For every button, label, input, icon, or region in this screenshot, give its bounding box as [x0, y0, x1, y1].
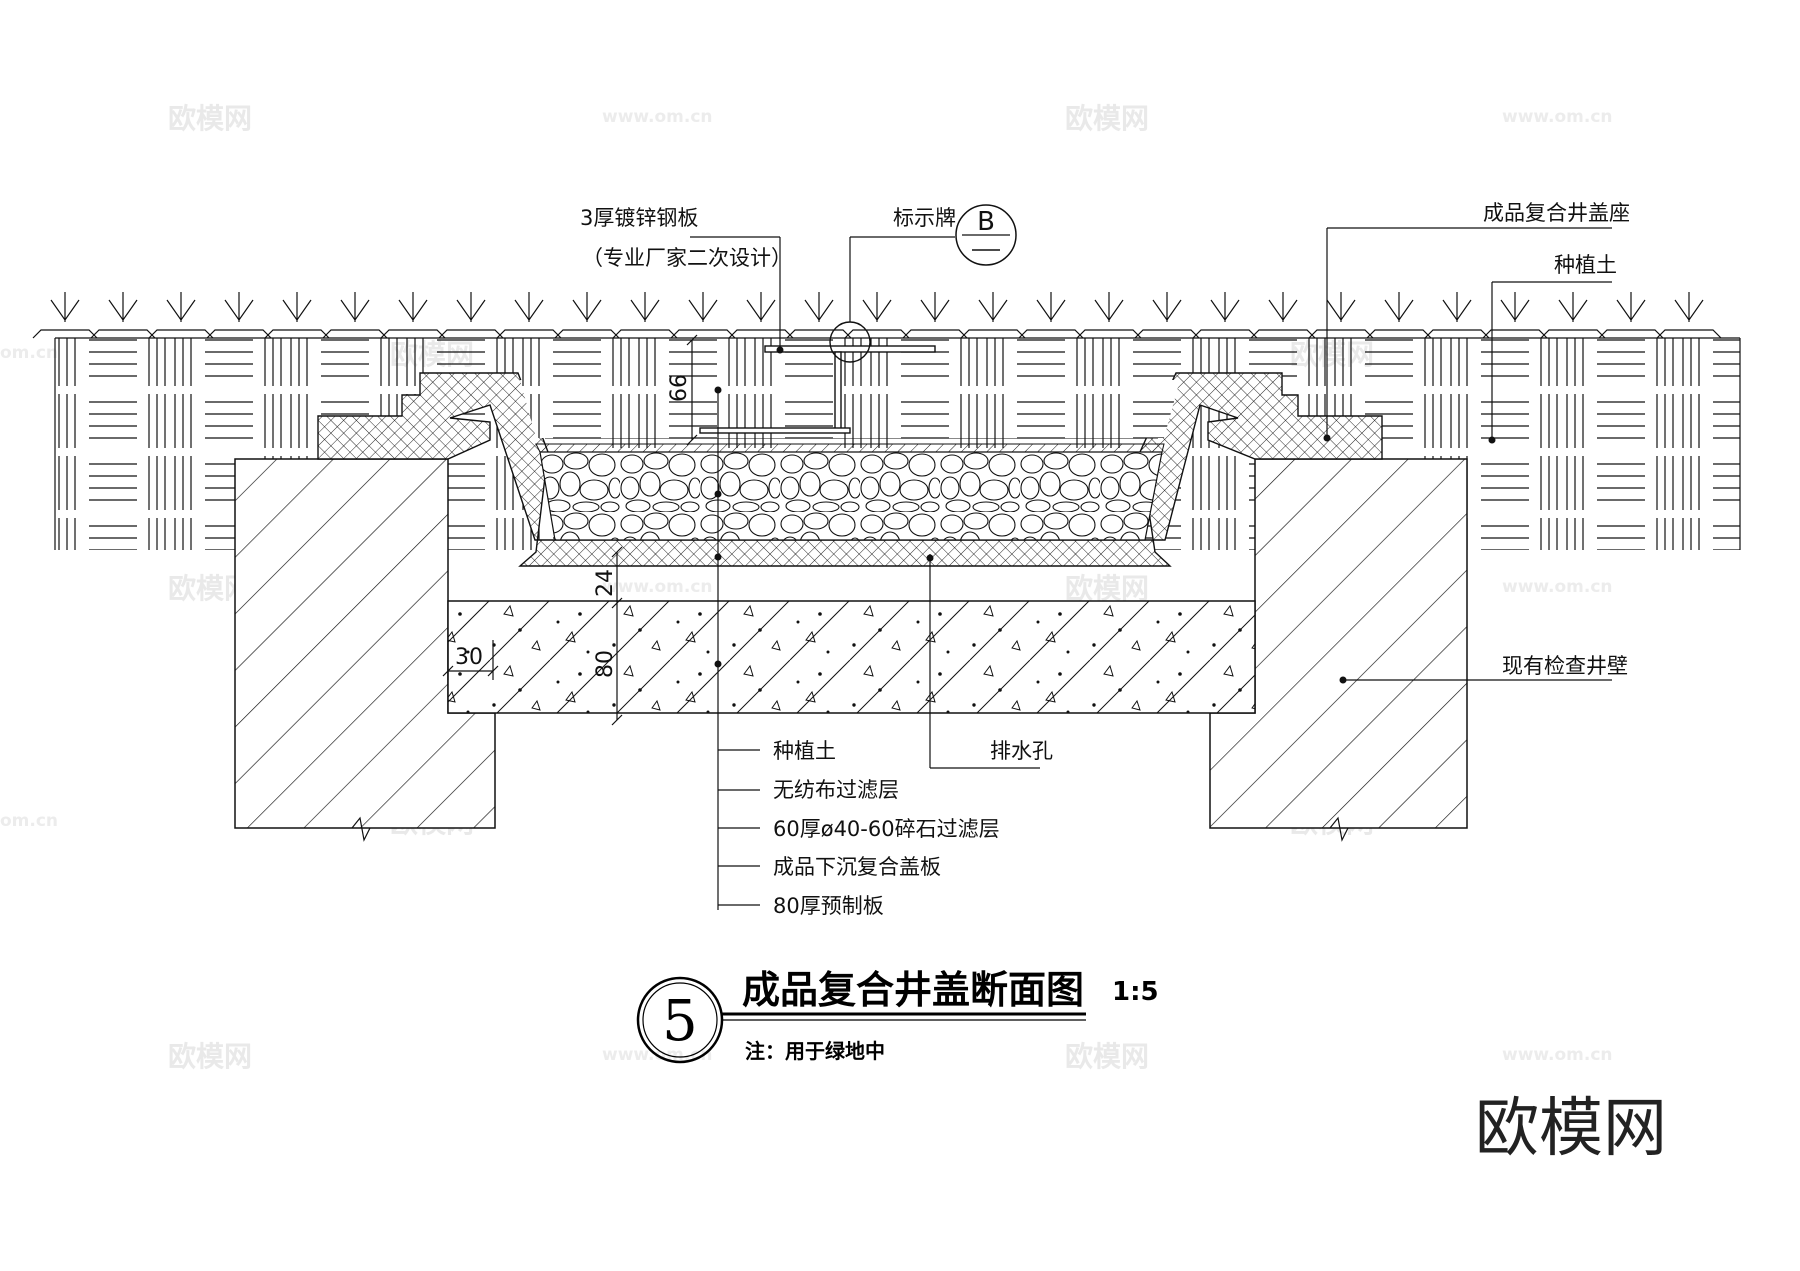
layer-list-item: 种植土: [773, 739, 836, 763]
grass-symbol: [786, 292, 852, 339]
title-block: 5 成品复合井盖断面图 1:5 注：用于绿地中: [636, 968, 1159, 1064]
watermark-url: www.om.cn: [602, 107, 713, 127]
existing-manhole-wall: [234, 458, 1468, 842]
title-scale: 1:5: [1112, 977, 1159, 1007]
grass-symbol: [90, 292, 156, 339]
dimension-lines: [442, 334, 698, 726]
dimension-24: 24: [593, 569, 618, 597]
grass-symbol: [1656, 292, 1722, 339]
watermark-url: www.om.cn: [1502, 577, 1613, 597]
watermark-url: om.cn: [0, 811, 58, 831]
watermark-url: om.cn: [0, 343, 58, 363]
layer-list-item: 80厚预制板: [773, 894, 884, 918]
sign-mark-symbol: B: [955, 204, 1017, 266]
title-number: 5: [662, 989, 698, 1054]
brand-logo: 欧模网: [1475, 1092, 1667, 1166]
watermark-brand: 欧模网: [1065, 102, 1149, 135]
label-planting-soil-top: 种植土: [1554, 253, 1617, 277]
sign-mark-letter: B: [977, 207, 995, 237]
grass-symbol: [1598, 292, 1664, 339]
watermark-brand: 欧模网: [168, 1040, 252, 1073]
grass-symbol: [1540, 292, 1606, 339]
grass-symbol: [554, 292, 620, 339]
grass-symbol: [1308, 292, 1374, 339]
watermark-url: www.om.cn: [1502, 1045, 1613, 1065]
grass-symbol: [960, 292, 1026, 339]
steel-plate-and-sign: [699, 321, 936, 434]
grass-symbol: [612, 292, 678, 339]
grass-symbol: [1076, 292, 1142, 339]
title-text: 成品复合井盖断面图: [742, 968, 1084, 1012]
dimension-66: 66: [667, 374, 692, 402]
leader-dots: [714, 346, 1496, 684]
title-note: 注：用于绿地中: [745, 1039, 885, 1063]
grass-symbol: [438, 292, 504, 339]
grass-symbol: [322, 292, 388, 339]
grass-symbol: [728, 292, 794, 339]
label-drain-hole: 排水孔: [990, 739, 1053, 763]
grass-symbol: [902, 292, 968, 339]
precast-slab: [447, 600, 1256, 714]
grass-symbol: [1424, 292, 1490, 339]
watermark-brand: 欧模网: [1065, 572, 1149, 605]
watermark-brand: 欧模网: [168, 102, 252, 135]
grass-symbol: [1192, 292, 1258, 339]
grass-symbol: [32, 292, 98, 339]
dimension-30: 30: [455, 645, 483, 670]
tray-soil: [520, 380, 1180, 438]
grass-symbol: [1482, 292, 1548, 339]
grass-symbol: [148, 292, 214, 339]
grass-symbol: [206, 292, 272, 339]
gravel-filter-layer: [539, 451, 1163, 541]
label-existing-wall: 现有检查井壁: [1502, 654, 1628, 678]
label-cover-seat: 成品复合井盖座: [1483, 201, 1630, 225]
grass-symbol: [670, 292, 736, 339]
watermark-brand: 欧模网: [1065, 1040, 1149, 1073]
grass-symbols: [32, 292, 1722, 339]
label-sign: 标示牌: [893, 206, 956, 230]
grass-symbol: [1134, 292, 1200, 339]
grass-symbol: [380, 292, 446, 339]
watermark-url: www.om.cn: [602, 577, 713, 597]
grass-symbol: [1366, 292, 1432, 339]
label-steel-plate: 3厚镀锌钢板: [580, 206, 698, 230]
grass-symbol: [496, 292, 562, 339]
grass-symbol: [1250, 292, 1316, 339]
label-steel-plate-note: （专业厂家二次设计）: [582, 246, 792, 270]
grass-symbol: [844, 292, 910, 339]
dimension-80: 80: [593, 650, 618, 678]
watermark-url: www.om.cn: [1502, 107, 1613, 127]
layer-list: 种植土 无纺布过滤层 60厚ø40-60碎石过滤层 成品下沉复合盖板 80厚预制…: [773, 739, 1000, 918]
layer-list-item: 成品下沉复合盖板: [773, 855, 941, 879]
grass-symbol: [264, 292, 330, 339]
layer-list-item: 无纺布过滤层: [773, 778, 899, 802]
leader-lines: [690, 227, 1612, 910]
layer-list-item: 60厚ø40-60碎石过滤层: [773, 817, 1000, 841]
grass-symbol: [1018, 292, 1084, 339]
